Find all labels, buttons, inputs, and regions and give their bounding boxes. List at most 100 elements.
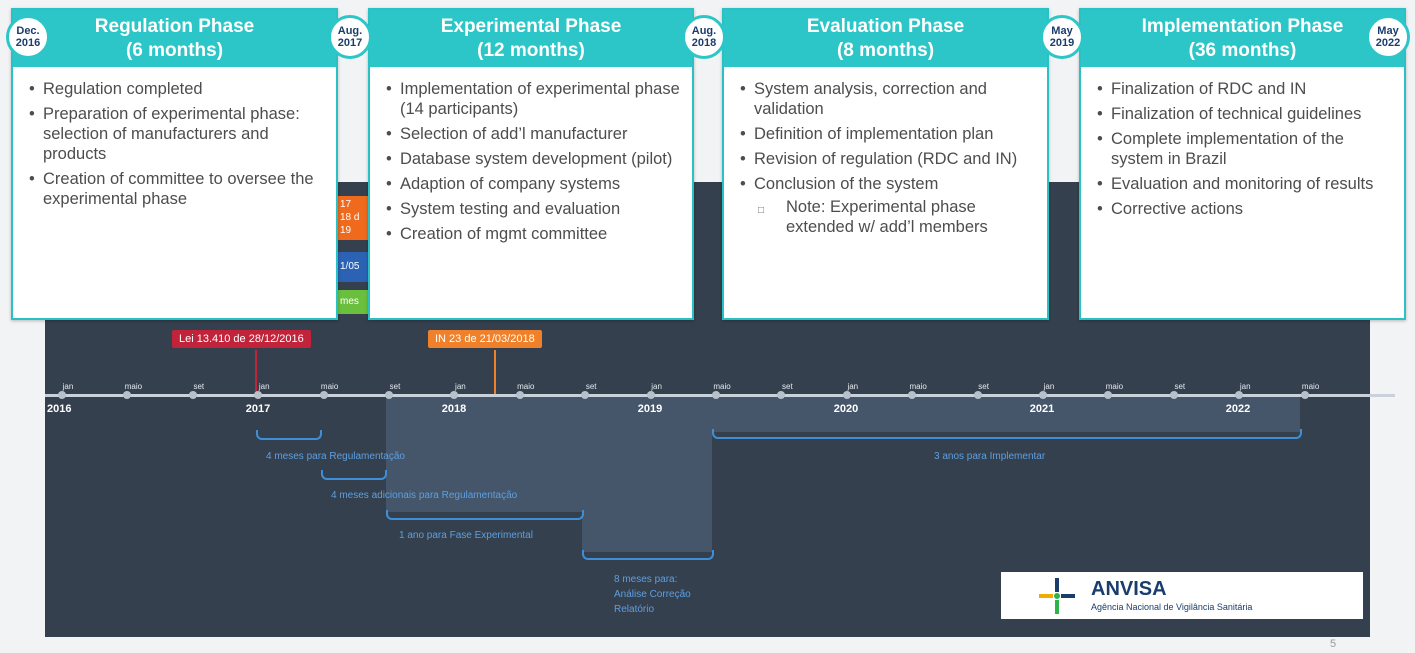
month-label: maio bbox=[517, 382, 535, 391]
date-badge-year: 2017 bbox=[337, 37, 363, 49]
phase-item: Preparation of experimental phase: selec… bbox=[29, 104, 326, 164]
timeline-tick bbox=[973, 391, 982, 399]
timeline-tick bbox=[581, 391, 590, 399]
month-label: set bbox=[1174, 382, 1186, 391]
timeline-tick bbox=[1169, 391, 1178, 399]
timeline-tick bbox=[908, 391, 917, 399]
date-badge: May 2022 bbox=[1366, 15, 1410, 59]
month-label: set bbox=[193, 382, 205, 391]
timeline-tick bbox=[1235, 391, 1244, 399]
phase-item: Creation of committee to oversee the exp… bbox=[29, 169, 326, 209]
span-label: 3 anos para Implementar bbox=[934, 451, 1046, 462]
span-label: 8 meses para: Análise Correção Relatório bbox=[614, 574, 691, 615]
month-label: maio bbox=[320, 382, 339, 391]
month-label: jan bbox=[258, 382, 270, 391]
phase-duration: (12 months) bbox=[477, 39, 585, 61]
snippet-green: mes bbox=[337, 290, 369, 314]
month-label: set bbox=[782, 382, 793, 391]
phase-item: System analysis, correction and validati… bbox=[740, 79, 1037, 119]
phase-item: Conclusion of the system bbox=[740, 174, 1037, 194]
phase-item: Finalization of RDC and IN bbox=[1097, 79, 1394, 99]
date-badge-month: Dec. bbox=[16, 25, 40, 37]
phase-header: Experimental Phase (12 months) bbox=[370, 10, 692, 67]
date-badge-year: 2022 bbox=[1375, 37, 1401, 49]
snippet-line: 1/05 bbox=[340, 261, 360, 272]
phase-item: Definition of implementation plan bbox=[740, 124, 1037, 144]
phase-item: Database system development (pilot) bbox=[386, 149, 682, 169]
phase-items: Finalization of RDC and IN Finalization … bbox=[1081, 67, 1404, 219]
year-label: 2019 bbox=[637, 403, 663, 415]
phase-item: Creation of mgmt committee bbox=[386, 224, 682, 244]
phase-duration: (8 months) bbox=[836, 39, 935, 61]
timeline-tick bbox=[123, 391, 132, 399]
span-label: 1 ano para Fase Experimental bbox=[399, 530, 533, 541]
span-brace bbox=[386, 510, 584, 520]
date-badge-month: Aug. bbox=[337, 25, 363, 37]
timeline-tick bbox=[712, 391, 720, 399]
snippet-line: mes bbox=[340, 296, 359, 307]
evaluation-phase-card: Evaluation Phase (8 months) System analy… bbox=[722, 8, 1049, 320]
snippet-blue: 1/05 bbox=[337, 252, 369, 282]
phase-item: Implementation of experimental phase (14… bbox=[386, 79, 682, 119]
implementation-phase-card: Implementation Phase (36 months) Finaliz… bbox=[1079, 8, 1406, 320]
in-marker: IN 23 de 21/03/2018 bbox=[428, 330, 542, 348]
law-marker: Lei 13.410 de 28/12/2016 bbox=[172, 330, 311, 348]
anvisa-subtitle: Agência Nacional de Vigilância Sanitária bbox=[1091, 602, 1253, 612]
span-band bbox=[712, 397, 1300, 432]
phase-item: Complete implementation of the system in… bbox=[1097, 129, 1394, 169]
timeline-tick bbox=[1039, 391, 1047, 399]
month-label: maio bbox=[713, 382, 731, 391]
phase-item: System testing and evaluation bbox=[386, 199, 682, 219]
phase-header: Implementation Phase (36 months) bbox=[1081, 10, 1404, 67]
timeline-tick bbox=[777, 391, 786, 399]
timeline-tick bbox=[515, 391, 524, 399]
law-marker-stem bbox=[255, 350, 257, 395]
timeline-tick bbox=[188, 391, 197, 399]
phase-item: Corrective actions bbox=[1097, 199, 1394, 219]
span-brace bbox=[712, 429, 1302, 439]
snippet-orange: 17 18 d 19 bbox=[337, 196, 369, 240]
date-badge-month: May bbox=[1051, 25, 1073, 37]
phase-title: Implementation Phase bbox=[1141, 15, 1344, 37]
month-label: jan bbox=[1239, 382, 1251, 391]
phase-item: Adaption of company systems bbox=[386, 174, 682, 194]
span-brace bbox=[582, 550, 714, 560]
phase-title: Evaluation Phase bbox=[806, 15, 965, 37]
year-label: 2018 bbox=[441, 403, 467, 415]
date-badge: Aug. 2017 bbox=[328, 15, 372, 59]
month-label: jan bbox=[1043, 382, 1055, 391]
span-label: 4 meses para Regulamentação bbox=[266, 451, 405, 462]
month-label: jan bbox=[847, 382, 859, 391]
in-marker-stem bbox=[494, 350, 496, 395]
date-badge: Aug. 2018 bbox=[682, 15, 726, 59]
phase-items: System analysis, correction and validati… bbox=[724, 67, 1047, 194]
phase-items: Implementation of experimental phase (14… bbox=[370, 67, 692, 244]
date-badge-month: Aug. bbox=[691, 25, 717, 37]
timeline-tick bbox=[842, 391, 851, 399]
phase-item: Revision of regulation (RDC and IN) bbox=[740, 149, 1037, 169]
phase-items: Regulation completed Preparation of expe… bbox=[13, 67, 336, 209]
phase-item: Evaluation and monitoring of results bbox=[1097, 174, 1394, 194]
phase-title: Regulation Phase bbox=[94, 15, 255, 37]
span-brace bbox=[256, 430, 322, 440]
date-badge-year: 2019 bbox=[1049, 37, 1075, 49]
year-label: 2022 bbox=[1225, 403, 1251, 415]
timeline-tick bbox=[254, 391, 263, 399]
phase-item: Selection of add’l manufacturer bbox=[386, 124, 682, 144]
phase-note: □ Note: Experimental phase extended w/ a… bbox=[740, 197, 1037, 237]
month-label: set bbox=[978, 382, 989, 391]
month-label: maio bbox=[1105, 382, 1124, 391]
note-icon: □ bbox=[758, 205, 765, 216]
phase-note-text: Note: Experimental phase extended w/ add… bbox=[786, 198, 988, 236]
date-badge-year: 2016 bbox=[15, 37, 41, 49]
phase-duration: (36 months) bbox=[1188, 39, 1297, 61]
date-badge: May 2019 bbox=[1040, 15, 1084, 59]
year-label: 2021 bbox=[1029, 403, 1055, 415]
snippet-line: 18 d bbox=[340, 212, 360, 223]
timeline-tick bbox=[385, 391, 393, 399]
date-badge: Dec. 2016 bbox=[6, 15, 50, 59]
month-label: jan bbox=[62, 382, 74, 391]
month-label: jan bbox=[455, 382, 466, 391]
phase-title: Experimental Phase bbox=[440, 15, 622, 37]
year-label: 2020 bbox=[833, 403, 859, 415]
